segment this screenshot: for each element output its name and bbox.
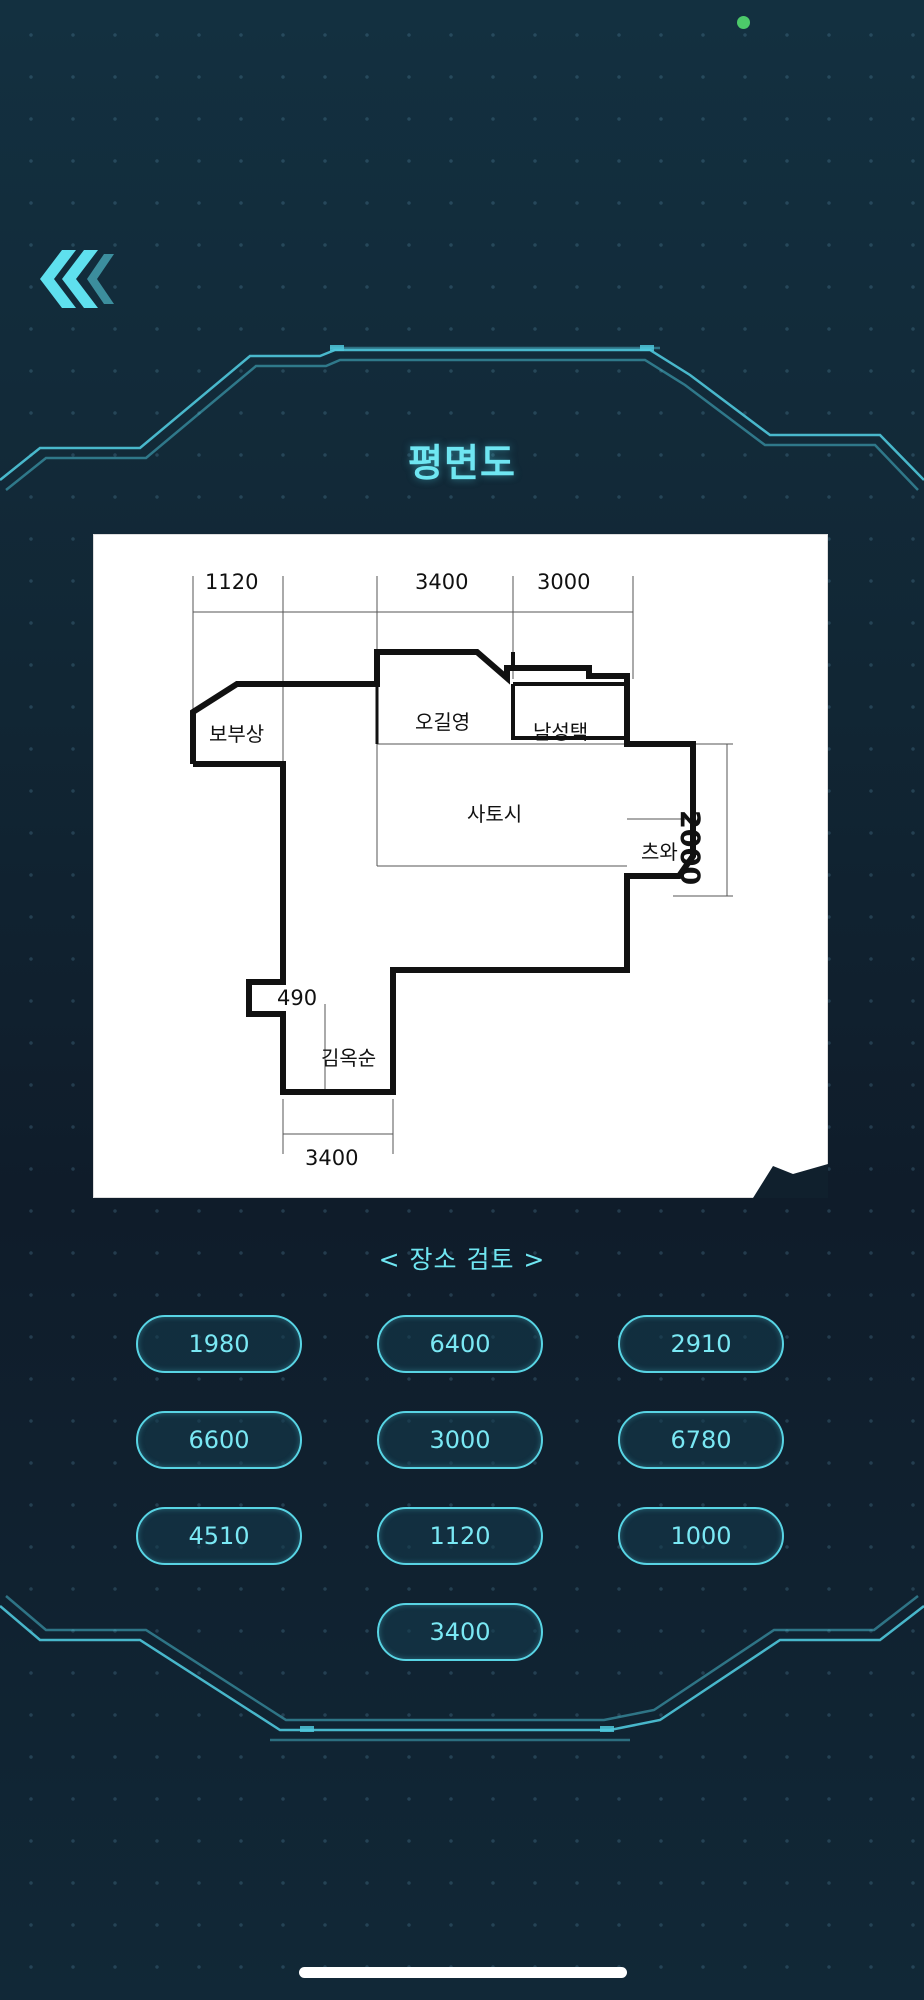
room-label-5: 츠와 (641, 840, 678, 864)
room-label-3: 남성택 (533, 720, 589, 744)
option-button-7[interactable]: 4510 (136, 1507, 302, 1565)
option-button-6[interactable]: 6780 (618, 1411, 784, 1469)
option-button-3[interactable]: 2910 (618, 1315, 784, 1373)
dimension-label-bottom: 3400 (305, 1146, 359, 1170)
dimension-label-right-side: 2000 (674, 810, 705, 886)
option-button-2[interactable]: 6400 (377, 1315, 543, 1373)
room-label-2: 오길영 (415, 710, 471, 734)
back-button[interactable] (40, 248, 116, 310)
page-title: 평면도 (408, 441, 516, 485)
double-chevron-left-icon (40, 250, 114, 308)
option-button-4[interactable]: 6600 (136, 1411, 302, 1469)
torn-corner (753, 1164, 828, 1198)
option-button-1[interactable]: 1980 (136, 1315, 302, 1373)
room-label-4: 사토시 (467, 802, 523, 826)
dimension-label-top-middle: 3400 (415, 570, 469, 594)
room-label-1: 보부상 (209, 722, 265, 746)
dimension-label-top-right: 3000 (537, 570, 591, 594)
option-button-8[interactable]: 1120 (377, 1507, 543, 1565)
floor-plan-walls (190, 649, 696, 1095)
home-indicator[interactable] (299, 1967, 627, 1978)
option-button-5[interactable]: 3000 (377, 1411, 543, 1469)
room-label-6: 김옥순 (321, 1046, 377, 1070)
option-button-10[interactable]: 3400 (377, 1603, 543, 1661)
status-indicator-dot (737, 16, 750, 29)
dimension-label-top-left: 1120 (205, 570, 259, 594)
answer-option-grid: 1980 6400 2910 6600 3000 6780 4510 1120 … (136, 1315, 788, 1665)
floor-plan-image: 1120 3400 3000 2000 490 3400 보부상 오길영 남성택… (93, 534, 828, 1198)
review-section-title: < 장소 검토 > (378, 1245, 546, 1274)
option-button-9[interactable]: 1000 (618, 1507, 784, 1565)
dimension-label-inner-notch: 490 (277, 986, 318, 1010)
